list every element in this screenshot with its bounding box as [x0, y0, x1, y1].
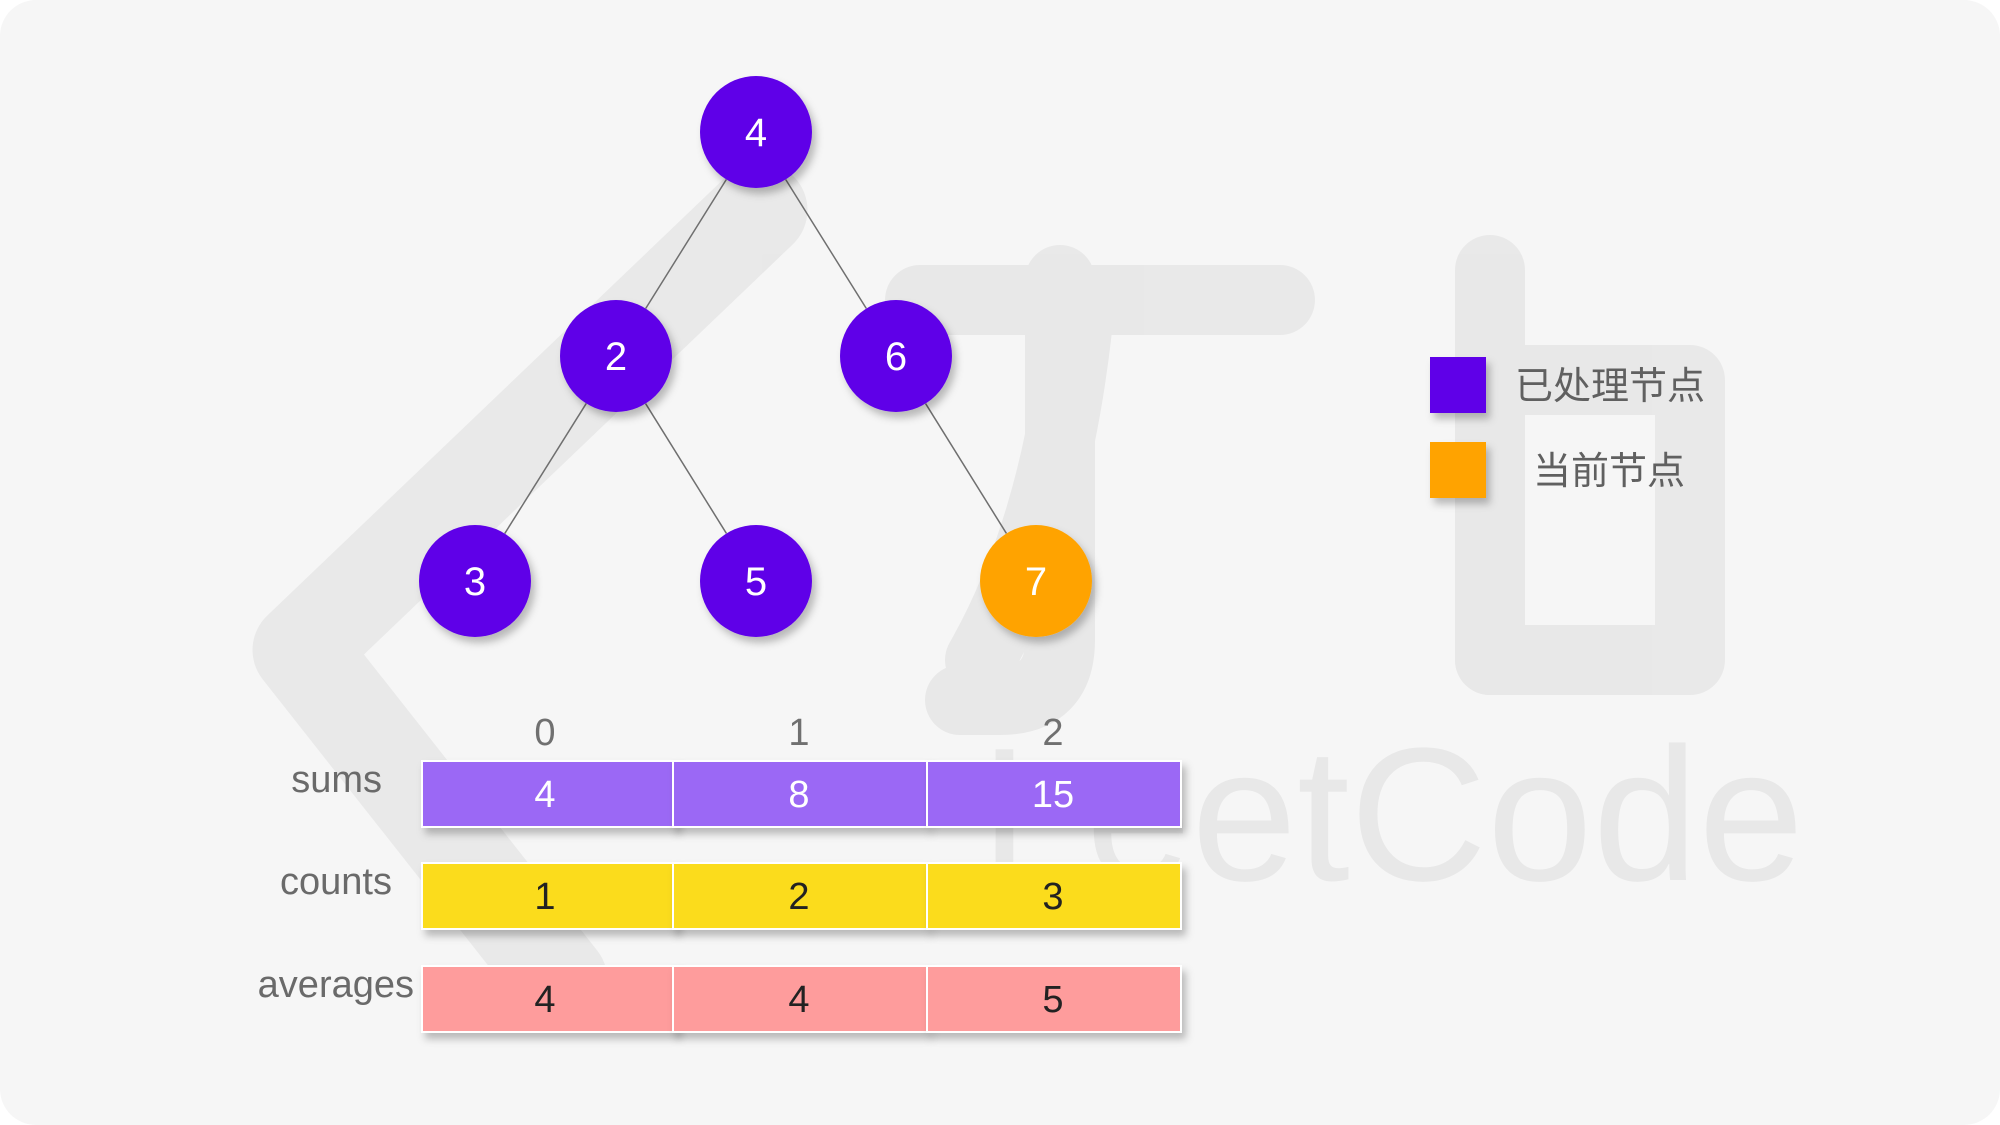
- array-cell: [926, 965, 1182, 1033]
- array-cell-value: 8: [788, 774, 809, 816]
- tree-edge-n6-n7: [924, 403, 1008, 534]
- tree-nodes: 4 2 6 3 5 7: [419, 76, 1092, 637]
- tree-node: 5: [700, 525, 812, 637]
- array-cell-value: 15: [1032, 774, 1074, 816]
- array-cell-value: 3: [1042, 876, 1063, 918]
- array-cell: [926, 862, 1182, 930]
- array-index-labels: 0 1 2: [534, 712, 1063, 754]
- tree-node-label: 6: [885, 335, 907, 379]
- tree-node: 6: [840, 300, 952, 412]
- tree-node: 2: [560, 300, 672, 412]
- array-cell: [672, 760, 928, 828]
- legend-current-label: 当前节点: [1533, 449, 1685, 493]
- array-row-label: sums: [291, 759, 382, 801]
- tree-node: 7: [980, 525, 1092, 637]
- array-row-label: averages: [258, 964, 414, 1006]
- tree-edges: [504, 179, 1008, 534]
- tree-node-circle: [700, 525, 812, 637]
- array-row-label: counts: [280, 861, 392, 903]
- array-cell: [421, 862, 677, 930]
- array-cell: [926, 760, 1182, 828]
- tree-edge-n2-n5: [644, 403, 728, 534]
- legend-processed-label: 已处理节点: [1515, 364, 1705, 408]
- array-cell-value: 4: [534, 774, 555, 816]
- array-table: sums 4 8 15 counts 1 2 3 averages 4 4 5: [258, 759, 1182, 1033]
- array-cell-value: 2: [788, 876, 809, 918]
- tree-node-label: 5: [745, 560, 767, 604]
- array-cell-value: 1: [534, 876, 555, 918]
- array-row-sums: sums 4 8 15: [291, 759, 1182, 828]
- array-cell: [672, 862, 928, 930]
- tree-node-label: 2: [605, 335, 627, 379]
- array-index-label: 0: [534, 712, 555, 754]
- tree-node-label: 3: [464, 560, 486, 604]
- tree-node-label: 7: [1025, 560, 1047, 604]
- tree-node: 4: [700, 76, 812, 188]
- legend: 已处理节点 当前节点: [1430, 357, 1705, 498]
- tree-node-circle: [840, 300, 952, 412]
- array-index-label: 2: [1042, 712, 1063, 754]
- array-cell-value: 4: [788, 979, 809, 1021]
- tree-node-circle: [560, 300, 672, 412]
- array-index-label: 1: [788, 712, 809, 754]
- tree-node: 3: [419, 525, 531, 637]
- tree-node-circle: [700, 76, 812, 188]
- tree-edge-n2-n3: [504, 403, 587, 534]
- legend-current-swatch: [1430, 442, 1486, 498]
- tree-edge-n4-n6: [785, 179, 867, 309]
- legend-processed-swatch: [1430, 357, 1486, 413]
- tree-node-circle: [419, 525, 531, 637]
- array-cell: [421, 965, 677, 1033]
- array-cell-value: 4: [534, 979, 555, 1021]
- tree-node-label: 4: [745, 111, 767, 155]
- array-cell-value: 5: [1042, 979, 1063, 1021]
- array-cell: [672, 965, 928, 1033]
- array-row-averages: averages 4 4 5: [258, 964, 1182, 1033]
- array-row-counts: counts 1 2 3: [280, 861, 1182, 930]
- tree-edge-n4-n2: [645, 179, 727, 309]
- tree-node-circle: [980, 525, 1092, 637]
